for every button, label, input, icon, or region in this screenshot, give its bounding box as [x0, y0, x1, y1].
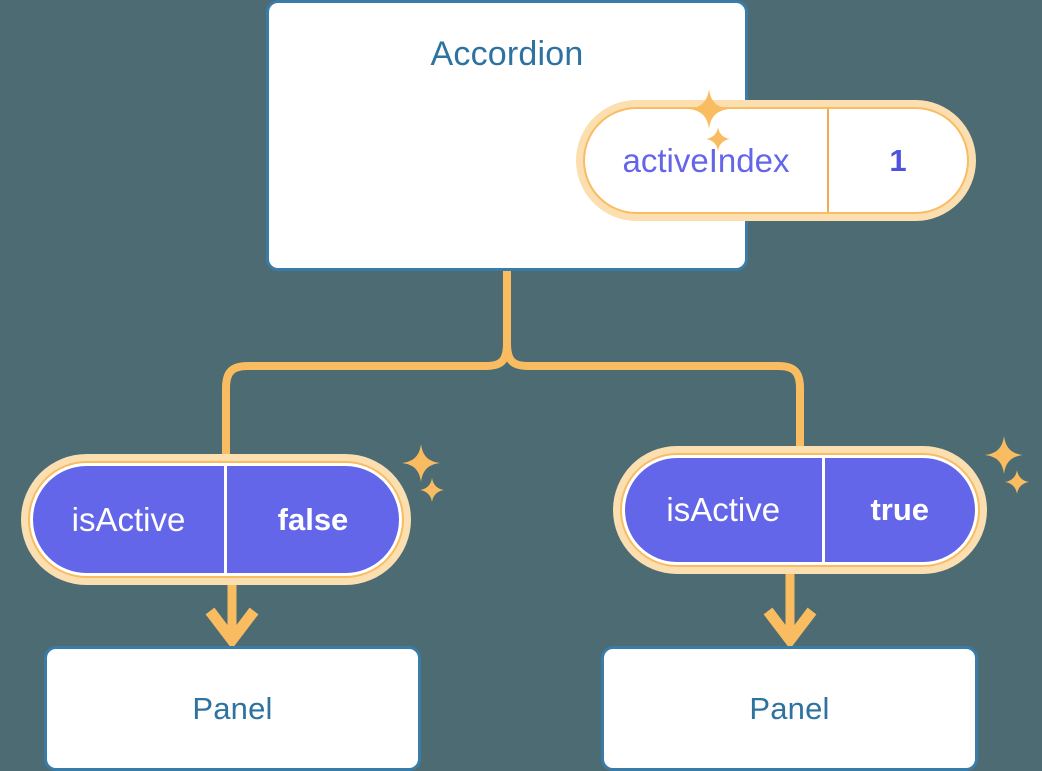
sparkle-small-icon: [419, 477, 445, 503]
pill-inner: activeIndex 1: [585, 109, 967, 212]
accordion-component-card[interactable]: Accordion activeIndex 1: [266, 0, 976, 271]
connector-split-to-left: [222, 339, 511, 466]
panel-right-title: Panel: [749, 691, 830, 726]
state-key-label: activeIndex: [585, 109, 829, 212]
state-pill-active-index[interactable]: activeIndex 1: [576, 100, 976, 221]
state-value-label: true: [870, 492, 930, 527]
arrowhead-right: [763, 607, 817, 650]
panel-card-left[interactable]: Panel: [44, 646, 421, 771]
state-value-label: false: [277, 501, 349, 537]
accordion-title: Accordion: [430, 35, 584, 73]
panel-card-right[interactable]: Panel: [601, 646, 978, 771]
state-pill-is-active-true[interactable]: isActive true: [613, 446, 987, 574]
panel-left-title: Panel: [192, 691, 273, 726]
state-pill-is-active-false[interactable]: isActive false: [21, 454, 411, 585]
sparkle-small-icon: [1004, 469, 1030, 495]
state-key-label: isActive: [625, 458, 825, 562]
arrowhead-left: [205, 607, 259, 650]
sparkle-large-icon: [984, 435, 1024, 475]
connector-root-to-split: [503, 267, 804, 456]
state-key-label: isActive: [33, 466, 227, 573]
sparkle-small-icon: [705, 126, 731, 152]
state-value-label: 1: [889, 142, 907, 178]
pill-inner: isActive false: [30, 463, 402, 576]
sparkle-large-icon: [688, 88, 730, 130]
sparkle-large-icon: [401, 443, 441, 483]
pill-inner: isActive true: [622, 455, 978, 565]
